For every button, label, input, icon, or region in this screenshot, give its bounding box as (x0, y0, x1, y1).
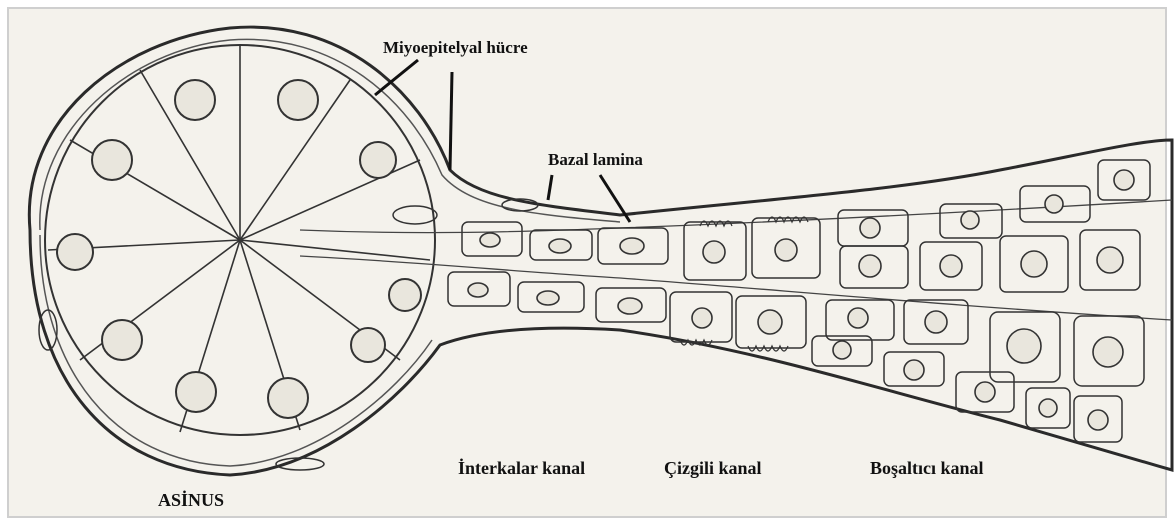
label-intercalated-duct: İnterkalar kanal (458, 458, 585, 479)
pointer-myoepithelial-2 (450, 72, 452, 170)
label-striated-duct: Çizgili kanal (664, 458, 762, 479)
label-basal-lamina: Bazal lamina (548, 150, 643, 170)
label-acinus: ASİNUS (158, 490, 224, 511)
label-myoepithelial: Miyoepitelyal hücre (383, 38, 528, 58)
label-excretory-duct: Boşaltıcı kanal (870, 458, 984, 479)
